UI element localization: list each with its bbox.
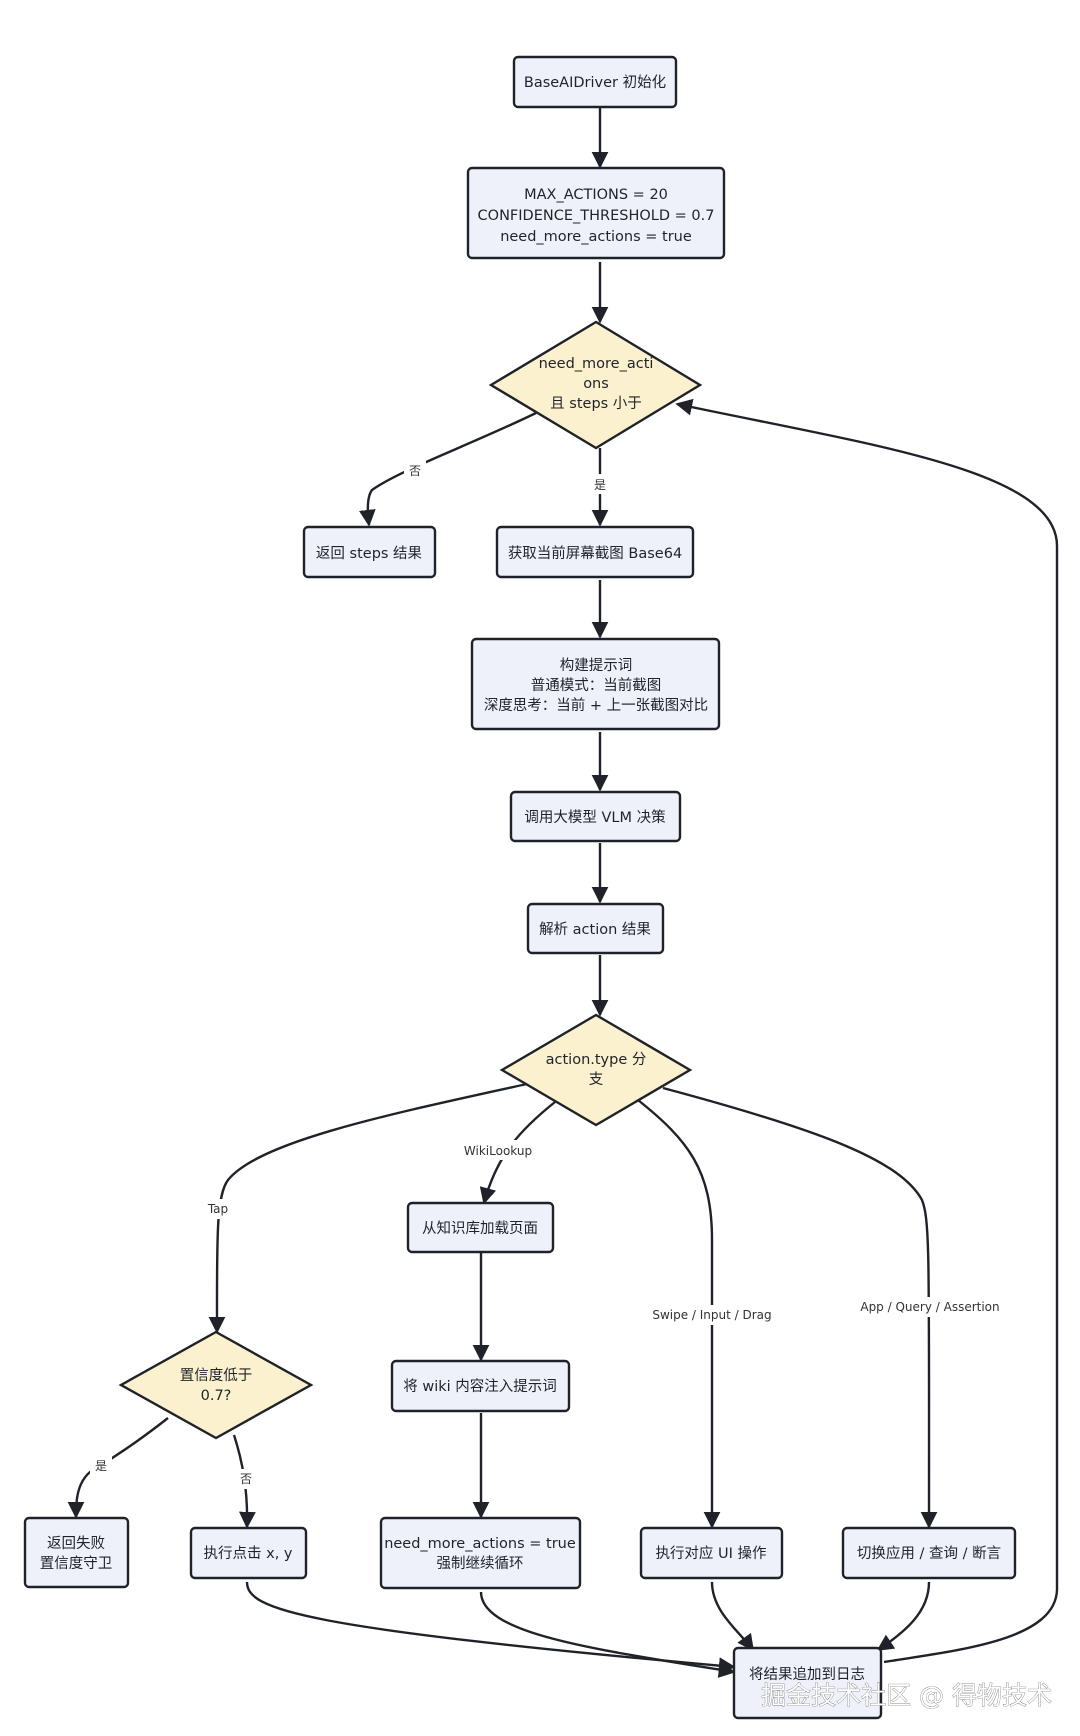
node-wiki-load: 从知识库加载页面 [406,1201,555,1254]
decision-loop-check-line: need_more_acti [539,356,654,372]
edge-branch-app [662,1086,938,1529]
node-build-prompt-line: 普通模式：当前截图 [531,677,662,694]
node-return-steps: 返回 steps 结果 [302,525,437,579]
decision-loop-check: need_more_acti ons 且 steps 小于 [488,320,703,450]
node-return-fail-line: 返回失败 [47,1535,105,1552]
edge-label-confidence-yes: 是 [95,1459,107,1473]
node-screenshot-line: 获取当前屏幕截图 Base64 [508,545,682,562]
node-tap-exec-line: 执行点击 x, y [204,1545,293,1562]
node-wiki-inject: 将 wiki 内容注入提示词 [390,1359,571,1413]
edge-label-app: App / Query / Assertion [860,1300,999,1314]
edge-confidence-yes [67,1417,169,1519]
node-constants-line: need_more_actions = true [500,229,692,245]
node-build-prompt: 构建提示词 普通模式：当前截图 深度思考：当前 + 上一张截图对比 [470,637,721,731]
edge-log-loop-back [675,398,1059,1664]
edge-label-wiki: WikiLookup [464,1144,532,1158]
edge-label-loop-yes: 是 [594,478,606,492]
edge-app-to-log [876,1581,931,1651]
decision-confidence-line: 0.7? [201,1388,232,1404]
node-call-vlm: 调用大模型 VLM 决策 [509,790,682,843]
node-constants-line: MAX_ACTIONS = 20 [524,187,668,203]
edge-label-tap: Tap [207,1202,228,1216]
node-call-vlm-line: 调用大模型 VLM 决策 [524,809,666,826]
node-build-prompt-line: 深度思考：当前 + 上一张截图对比 [484,697,708,714]
node-tap-exec: 执行点击 x, y [189,1526,308,1580]
node-ui-exec-line: 执行对应 UI 操作 [655,1544,766,1562]
node-ui-exec: 执行对应 UI 操作 [639,1526,784,1580]
node-build-prompt-line: 构建提示词 [560,657,633,674]
node-init-line: BaseAIDriver 初始化 [524,74,666,91]
node-app-exec-line: 切换应用 / 查询 / 断言 [857,1544,1001,1562]
decision-loop-check-line: 且 steps 小于 [550,395,642,412]
node-return-fail-line: 置信度守卫 [40,1555,113,1572]
node-constants: MAX_ACTIONS = 20 CONFIDENCE_THRESHOLD = … [466,166,726,260]
decision-confidence-line: 置信度低于 [180,1367,253,1384]
edge-branch-tap [208,1080,537,1334]
node-force-continue-line: need_more_actions = true [384,1536,576,1552]
node-init: BaseAIDriver 初始化 [512,55,678,109]
node-parse-action-line: 解析 action 结果 [539,921,651,938]
edge-loop-no [358,411,537,527]
node-wiki-load-line: 从知识库加载页面 [422,1220,538,1237]
node-wiki-inject-line: 将 wiki 内容注入提示词 [403,1378,557,1395]
decision-confidence: 置信度低于 0.7? [118,1330,314,1440]
edge-ui-to-log [710,1581,754,1652]
decision-action-branch-line: action.type 分 [546,1051,647,1068]
node-append-log: 将结果追加到日志 [732,1646,883,1720]
edge-label-swipe: Swipe / Input / Drag [652,1308,771,1322]
node-constants-line: CONFIDENCE_THRESHOLD = 0.7 [478,208,715,224]
node-return-fail: 返回失败 置信度守卫 [23,1516,130,1589]
watermark-text: 掘金技术社区 @ 得物技术 [761,1681,1052,1710]
edge-label-loop-no: 否 [409,464,421,478]
node-append-log-line: 将结果追加到日志 [749,1666,865,1683]
edge-label-confidence-no: 否 [240,1472,252,1486]
decision-loop-check-line: ons [583,376,609,392]
node-app-exec: 切换应用 / 查询 / 断言 [841,1526,1017,1580]
node-force-continue: need_more_actions = true 强制继续循环 [379,1516,582,1590]
edge-branch-swipe [637,1099,721,1529]
decision-action-branch: action.type 分 支 [499,1013,693,1127]
node-return-steps-line: 返回 steps 结果 [316,545,422,562]
edge-force-to-log [479,1591,736,1678]
node-screenshot: 获取当前屏幕截图 Base64 [495,525,695,579]
edge-tap-to-log [245,1581,736,1675]
node-force-continue-line: 强制继续循环 [437,1555,524,1572]
decision-action-branch-line: 支 [589,1071,604,1088]
node-parse-action: 解析 action 结果 [526,902,665,955]
